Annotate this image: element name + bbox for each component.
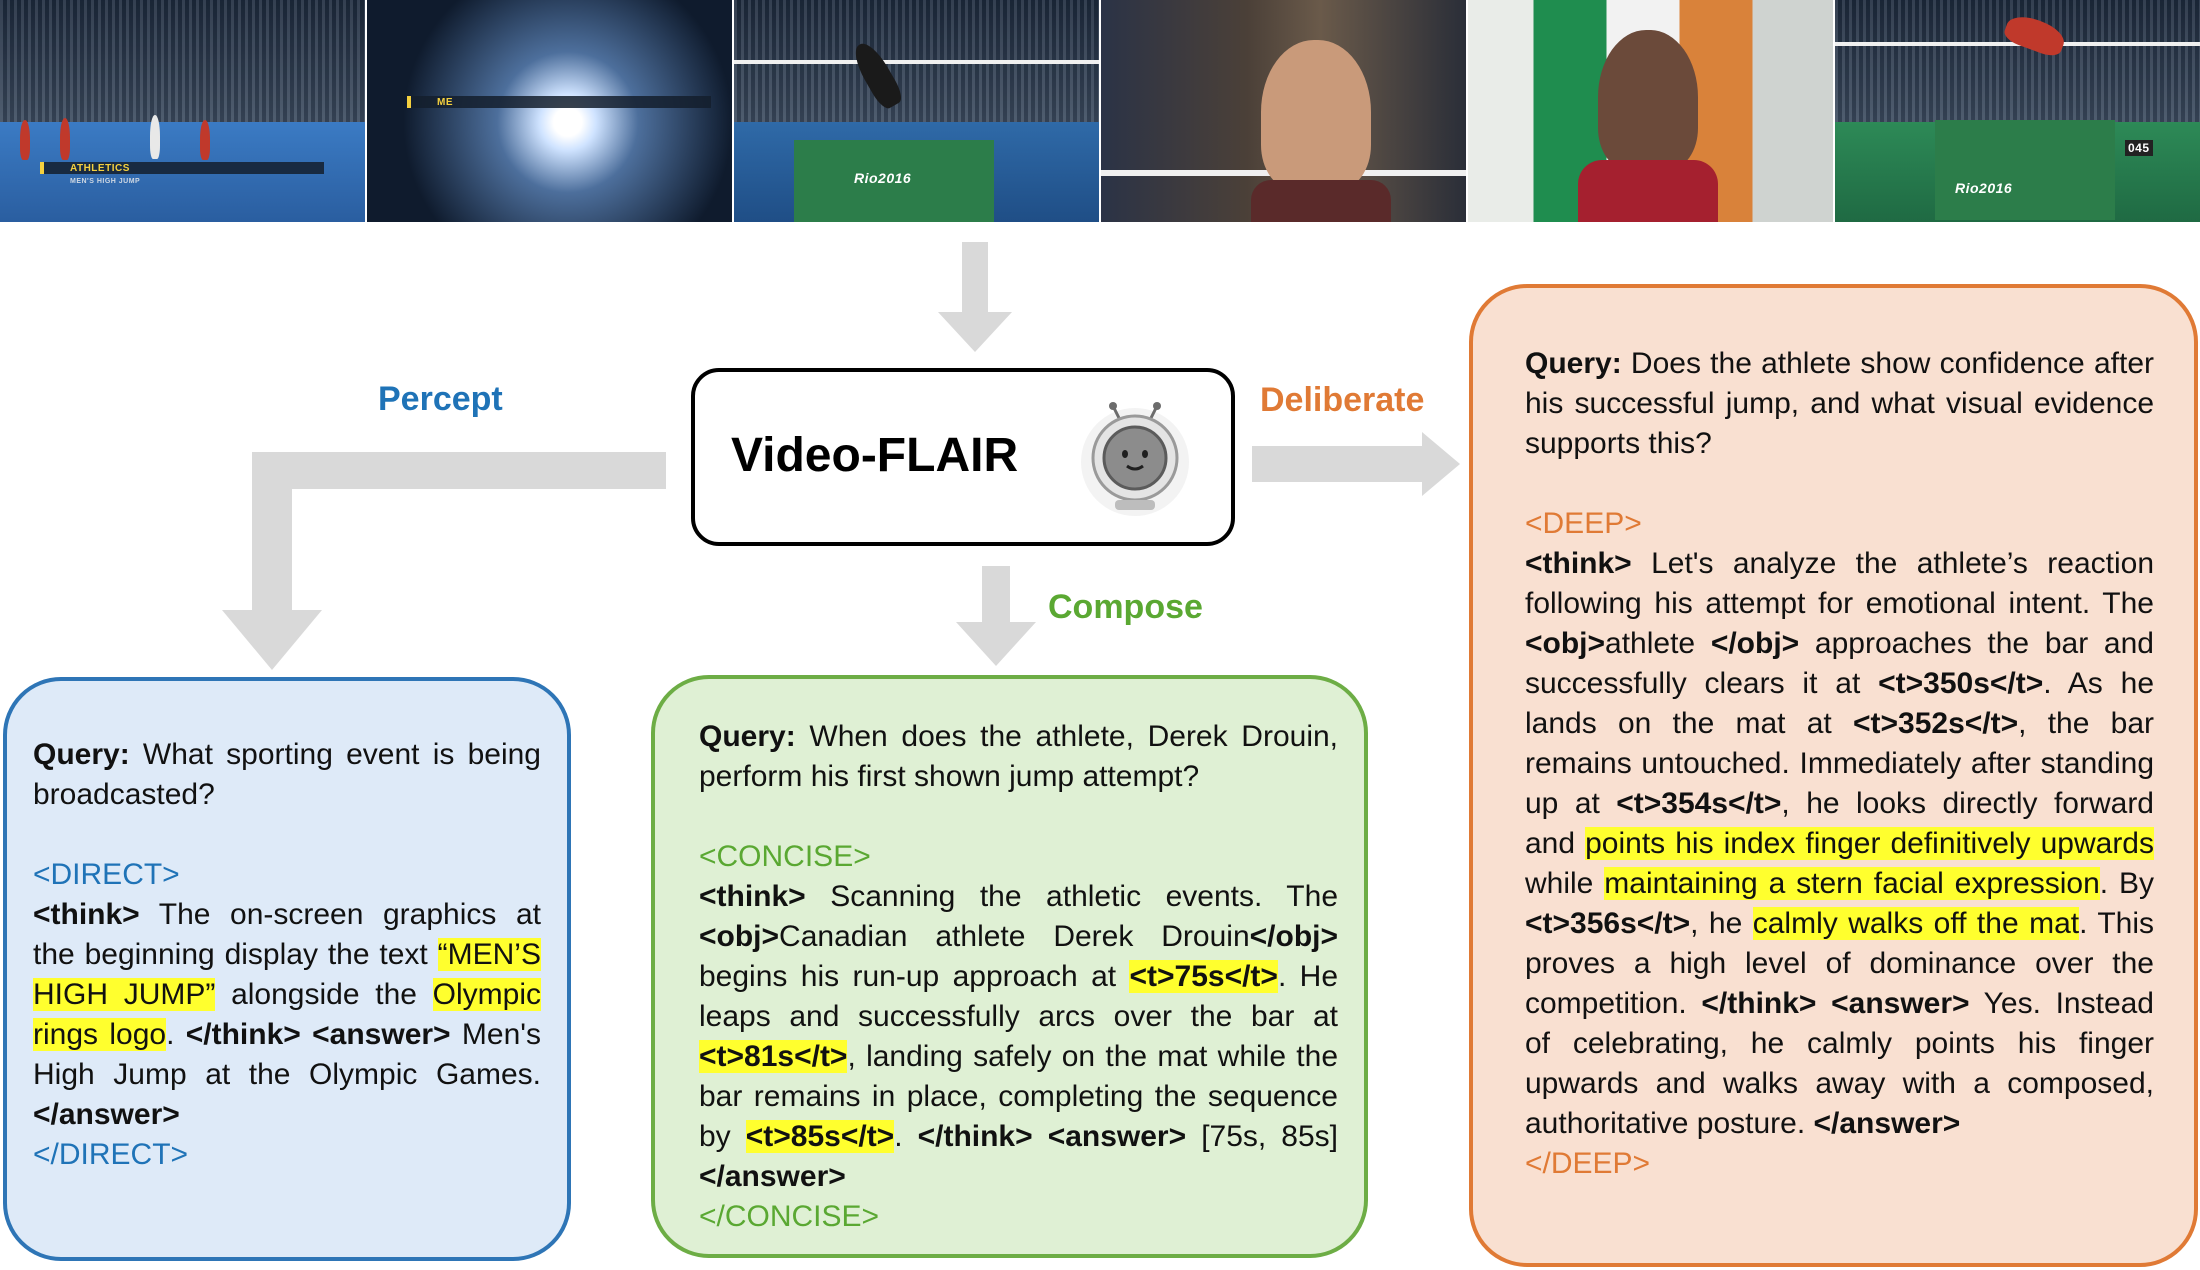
robot-astronaut-icon bbox=[1081, 402, 1189, 516]
deep-timestamp-4: <t>356s</t> bbox=[1525, 907, 1691, 940]
deep-open-tag: <DEEP> bbox=[1525, 507, 1642, 540]
concise-timestamp-1: <t>75s</t> bbox=[1129, 960, 1278, 993]
concise-reasoning: <think> Scanning the athletic events. Th… bbox=[699, 880, 1338, 1193]
direct-query: Query: What sporting event is being broa… bbox=[33, 738, 541, 811]
direct-panel: Query: What sporting event is being broa… bbox=[3, 677, 571, 1261]
video-frame-6: Rio2016 045 bbox=[1835, 0, 2200, 222]
model-box: Video-FLAIR bbox=[691, 368, 1235, 546]
deep-query: Query: Does the athlete show confidence … bbox=[1525, 347, 2154, 460]
arrow-model-to-deliberate bbox=[1252, 432, 1460, 496]
arrow-model-to-compose bbox=[956, 566, 1036, 666]
direct-close-tag: </DIRECT> bbox=[33, 1138, 189, 1171]
model-name: Video-FLAIR bbox=[731, 429, 1019, 482]
direct-open-tag: <DIRECT> bbox=[33, 858, 180, 891]
direct-reasoning: <think> The on-screen graphics at the be… bbox=[33, 898, 541, 1131]
concise-panel: Query: When does the athlete, Derek Drou… bbox=[651, 675, 1368, 1258]
concise-open-tag: <CONCISE> bbox=[699, 840, 871, 873]
percept-label: Percept bbox=[378, 380, 503, 418]
concise-timestamp-2: <t>81s</t> bbox=[699, 1040, 848, 1073]
deep-panel: Query: Does the athlete show confidence … bbox=[1469, 284, 2198, 1267]
video-frame-4 bbox=[1101, 0, 1466, 222]
concise-timestamp-3: <t>85s</t> bbox=[745, 1120, 895, 1153]
frame2-caption: ME bbox=[437, 97, 453, 108]
frame1-subcaption: MEN'S HIGH JUMP bbox=[70, 178, 141, 185]
concise-close-tag: </CONCISE> bbox=[699, 1200, 880, 1233]
deep-highlight-1: points his index finger definitively upw… bbox=[1585, 827, 2154, 860]
deep-timestamp-1: <t>350s</t> bbox=[1878, 667, 2044, 700]
deep-close-tag: </DEEP> bbox=[1525, 1147, 1651, 1180]
deep-timestamp-3: <t>354s</t> bbox=[1616, 787, 1782, 820]
frame1-caption: ATHLETICS bbox=[70, 163, 130, 174]
deep-reasoning: <think> Let's analyze the athlete’s reac… bbox=[1525, 547, 2155, 1140]
frame6-counter: 045 bbox=[2125, 140, 2153, 156]
deliberate-label: Deliberate bbox=[1260, 381, 1425, 419]
concise-query: Query: When does the athlete, Derek Drou… bbox=[699, 720, 1338, 793]
deep-highlight-3: calmly walks off the mat bbox=[1752, 907, 2080, 940]
video-frame-3: Rio2016 bbox=[734, 0, 1099, 222]
video-frame-1: ATHLETICS MEN'S HIGH JUMP bbox=[0, 0, 365, 222]
frame6-logo: Rio2016 bbox=[1955, 180, 2013, 196]
deep-timestamp-2: <t>352s</t> bbox=[1852, 707, 2019, 740]
frame3-logo: Rio2016 bbox=[854, 170, 912, 186]
arrow-frames-to-model bbox=[938, 242, 1012, 352]
deep-highlight-2: maintaining a stern facial expression bbox=[1604, 867, 2100, 900]
video-frame-2: ME bbox=[367, 0, 732, 222]
compose-label: Compose bbox=[1048, 588, 1203, 626]
arrow-model-to-percept bbox=[222, 452, 666, 670]
video-frame-5 bbox=[1468, 0, 1833, 222]
video-frame-strip: ATHLETICS MEN'S HIGH JUMP ME Rio2016 Rio… bbox=[0, 0, 2200, 222]
